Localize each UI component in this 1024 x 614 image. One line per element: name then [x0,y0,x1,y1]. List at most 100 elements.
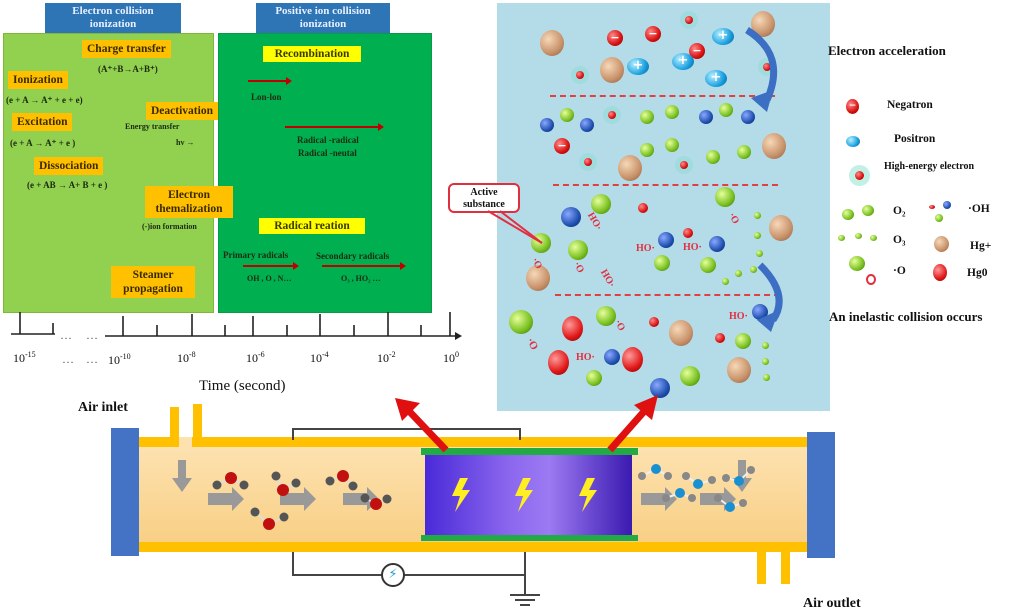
high-energy-electron-particle [763,63,771,71]
legend-o3: O₃ [893,234,906,246]
o2-icon [842,209,854,220]
oxygen-particle [586,370,602,386]
o2-icon [862,205,874,216]
hg-plus-particle [669,320,693,346]
equation-ionization: (e + A → A⁺ + e + e) [6,95,83,105]
arrowhead-icon [634,395,658,420]
lightning-icon [515,478,533,512]
hydrogen-particle [658,232,674,248]
o2-particle [509,310,533,334]
electrode-top [421,448,638,455]
secondary-radicals-arrow [322,262,406,270]
legend-negatron: Negatron [887,99,933,111]
oxygen-radical-icon [866,274,876,285]
positron-particle: + [712,28,734,45]
hg-plus-particle [600,57,624,83]
air-outlet-label: Air outlet [803,596,861,611]
power-source-icon: ⚡ [381,563,405,587]
hg0-particle [622,347,643,372]
tick-label: 10-6 [246,350,265,365]
hg0-icon [933,264,947,281]
label-radical-radical: Radical -radical [297,135,359,145]
arrowhead-icon [751,90,773,112]
stage-divider [555,294,780,296]
stage-label-electron-acceleration: Electron acceleration [828,43,946,58]
arrowhead-icon [757,310,779,332]
legend-hg0: Hg0 [967,267,988,279]
equation-excitation: (e + A → A⁺ + e ) [10,138,76,148]
o2-particle [706,150,720,164]
legend-high-energy-electron: High-energy electron [884,161,975,172]
water-molecule [271,471,301,496]
callout-pointer [487,210,543,244]
treated-molecule [662,488,696,502]
circuit-wire-top [292,428,521,440]
water-molecule [325,470,358,491]
stage-divider [553,184,778,186]
recombination-arrow [248,77,292,85]
o3-particle [762,358,769,365]
active-substance-callout: Active substance [448,183,520,213]
hydrogen-particle [752,304,768,320]
curved-arrow-icon [745,27,778,102]
equation-dissociation: (e + AB → A+ B + e ) [27,180,108,190]
species-label-ho: HO· [636,243,655,254]
hydroxyl-icon-h [929,205,935,209]
outlet-pipe-right [781,542,790,584]
hydrogen-particle [741,110,755,124]
tube-wall-top [138,437,818,447]
axis-ellipsis: … [60,328,72,342]
inlet-pipe-right [193,404,202,447]
hydrogen-particle [540,118,554,132]
high-energy-electron-particle [680,161,688,169]
equation-thermalization: (-)ion formation [142,222,197,231]
hg-plus-particle [727,357,751,383]
hydrogen-particle [650,378,670,398]
species-label-ho: HO· [576,352,595,363]
oxygen-radical-particle [649,317,659,327]
legend-hg-plus: Hg+ [970,240,992,252]
oxygen-atom-icon [849,256,865,271]
ground-icon [510,594,540,596]
tick-label: 10-15 [13,350,36,365]
o2-particle [665,138,679,152]
o3-particle [754,212,761,219]
positron-icon [846,136,860,147]
o3-particle [763,374,770,381]
outlet-endcap [807,432,835,558]
hg0-particle [562,316,583,341]
hydrogen-particle [699,110,713,124]
treated-molecule [722,466,755,486]
negatron-particle: − [607,30,623,46]
flow-right-arrow-icon [641,487,677,511]
oxygen-particle [700,257,716,273]
high-energy-electron-particle [576,71,584,79]
label-primary-radicals: Primary radicals [223,250,289,260]
treated-molecules-outlet [638,464,755,512]
process-radical-reaction: Radical reation [259,218,365,234]
hg-plus-icon [934,236,949,252]
secondary-species: O₃ , HO₂ … [341,274,381,283]
species-label-ho: HO· [729,311,748,322]
label-radical-neutral: Radical -neutal [298,148,357,158]
negatron-particle: − [645,26,661,42]
oxygen-radical-particle [638,203,648,213]
o3-particle [754,232,761,239]
high-energy-electron-particle [685,16,693,24]
flow-right-arrow-icon [280,487,316,511]
stage-divider [550,95,775,97]
o3-particle [735,270,742,277]
legend-oxygen-radical: ·O [893,265,906,277]
oxygen-particle [735,333,751,349]
water-molecule [212,472,249,490]
lightning-bolts [452,478,597,512]
o2-particle [640,143,654,157]
label-secondary-radicals: Secondary radicals [316,251,390,261]
hg-plus-particle [762,133,786,159]
o3-icon [855,233,862,239]
hydrogen-particle [709,236,725,252]
emission-arrows [395,395,658,453]
red-arrow-right [607,404,651,453]
stage-arrows [745,27,783,332]
stage-label-inelastic-collision: An inelastic collision occurs [829,309,983,324]
